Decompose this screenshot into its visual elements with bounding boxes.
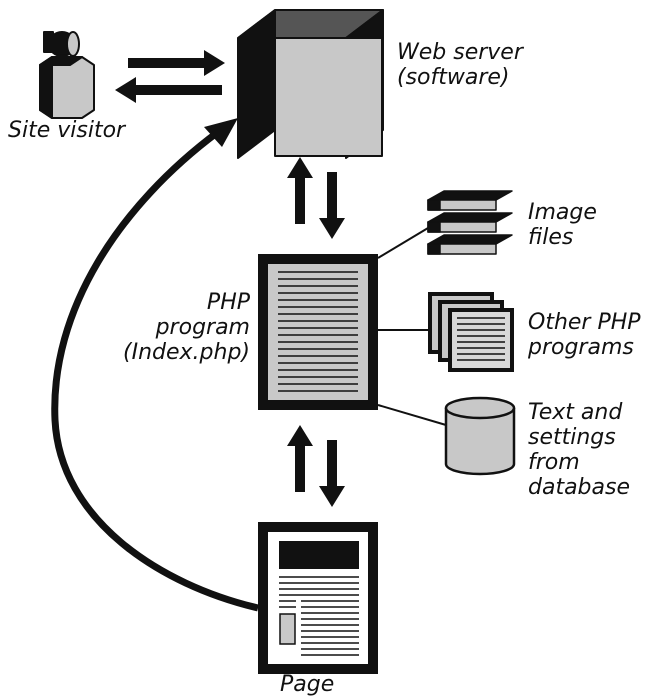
- php-program-label: PHP program (Index.php): [123, 290, 250, 365]
- image-files-label: Image files: [528, 200, 597, 250]
- page-icon: [258, 522, 378, 674]
- server-php-arrows: [287, 157, 345, 239]
- database-icon: [444, 396, 516, 476]
- other-php-programs-label: Other PHP programs: [528, 310, 641, 360]
- database-label: Text and settings from database: [528, 400, 630, 500]
- resource-connectors: [377, 227, 447, 426]
- image-files-icon: [427, 190, 513, 255]
- page-label: Page: [280, 672, 335, 697]
- other-php-programs-icon: [428, 292, 514, 372]
- php-program-icon: [258, 254, 378, 410]
- site-visitor-label: Site visitor: [8, 118, 126, 143]
- web-server-icon: [237, 9, 384, 159]
- visitor-server-arrows: [115, 50, 225, 103]
- site-visitor-icon: [39, 31, 95, 119]
- page-to-server-arrow: [51, 118, 259, 612]
- php-page-arrows: [287, 425, 345, 507]
- web-server-label: Web server (software): [397, 40, 523, 90]
